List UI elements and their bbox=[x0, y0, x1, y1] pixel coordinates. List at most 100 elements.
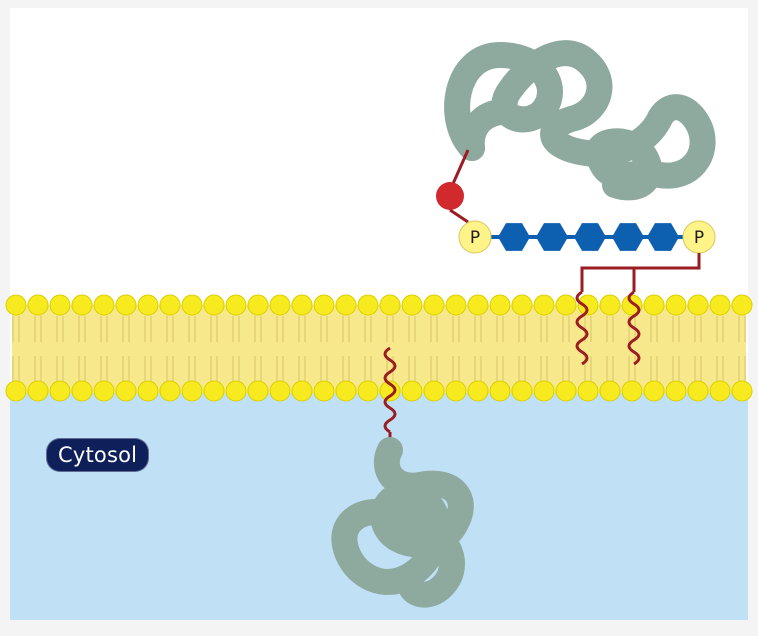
lipid-head-inner bbox=[335, 380, 357, 402]
lipid-head-inner bbox=[533, 380, 555, 402]
lipid-head-inner bbox=[731, 380, 753, 402]
lipid-anchor-helix-icon bbox=[575, 290, 589, 366]
lipid-head-outer bbox=[291, 294, 313, 316]
lipid-tail-inner bbox=[496, 356, 504, 381]
lipid-tail-outer bbox=[232, 316, 240, 342]
lipid-tail-inner bbox=[628, 356, 636, 381]
ethanolamine-node bbox=[436, 182, 464, 210]
phosphate-right-label: P bbox=[694, 228, 704, 248]
lipid-head-outer bbox=[49, 294, 71, 316]
lipid-head-inner bbox=[159, 380, 181, 402]
lipid-head-outer bbox=[71, 294, 93, 316]
lipid-head-inner bbox=[291, 380, 313, 402]
anchor-linker bbox=[450, 149, 470, 187]
lipid-tail-outer bbox=[650, 316, 658, 342]
lipid-tail-inner bbox=[166, 356, 174, 381]
lipid-tail-inner bbox=[342, 356, 350, 381]
lipid-heads-inner bbox=[5, 380, 753, 402]
lipid-head-outer bbox=[687, 294, 709, 316]
lipid-head-inner bbox=[269, 380, 291, 402]
lipid-tail-inner bbox=[474, 356, 482, 381]
lipid-tail-inner bbox=[188, 356, 196, 381]
lipid-tail-inner bbox=[100, 356, 108, 381]
lipid-head-outer bbox=[181, 294, 203, 316]
lipid-anchor-linker bbox=[580, 253, 701, 292]
cytosol-label: Cytosol bbox=[46, 438, 150, 472]
lipid-head-inner bbox=[687, 380, 709, 402]
lipid-tail-inner bbox=[122, 356, 130, 381]
lipid-head-inner bbox=[247, 380, 269, 402]
lipid-tail-outer bbox=[540, 316, 548, 342]
lipid-tail-inner bbox=[210, 356, 218, 381]
lipid-tail-outer bbox=[144, 316, 152, 342]
lipid-tail-inner bbox=[518, 356, 526, 381]
lipid-tail-outer bbox=[188, 316, 196, 342]
lipid-head-outer bbox=[5, 294, 27, 316]
lipid-head-inner bbox=[423, 380, 445, 402]
lipid-head-outer bbox=[379, 294, 401, 316]
lipid-tail-inner bbox=[144, 356, 152, 381]
glycan-chain bbox=[498, 223, 679, 251]
lipid-head-outer bbox=[445, 294, 467, 316]
lipid-head-inner bbox=[665, 380, 687, 402]
lipid-heads-outer bbox=[5, 294, 753, 316]
lipid-tail-outer bbox=[738, 316, 746, 342]
lipid-head-outer bbox=[225, 294, 247, 316]
lipid-head-outer bbox=[467, 294, 489, 316]
lipid-tail-inner bbox=[562, 356, 570, 381]
inner-anchor-helix-icon bbox=[383, 346, 397, 434]
lipid-head-outer bbox=[423, 294, 445, 316]
lipid-tail-outer bbox=[56, 316, 64, 342]
lipid-head-inner bbox=[71, 380, 93, 402]
lipid-head-outer bbox=[643, 294, 665, 316]
lipid-head-outer bbox=[489, 294, 511, 316]
lipid-tail-inner bbox=[738, 356, 746, 381]
lipid-tail-outer bbox=[694, 316, 702, 342]
lipid-tail-inner bbox=[34, 356, 42, 381]
phosphate-right: P bbox=[682, 220, 716, 254]
lipid-head-outer bbox=[269, 294, 291, 316]
lipid-tail-outer bbox=[386, 316, 394, 342]
lipid-head-inner bbox=[401, 380, 423, 402]
lipid-head-outer bbox=[533, 294, 555, 316]
lipid-head-outer bbox=[335, 294, 357, 316]
lipid-head-inner bbox=[49, 380, 71, 402]
lipid-head-outer bbox=[247, 294, 269, 316]
lipid-tail-outer bbox=[254, 316, 262, 342]
lipid-tail-outer bbox=[34, 316, 42, 342]
lipid-head-inner bbox=[137, 380, 159, 402]
lipid-tail-inner bbox=[694, 356, 702, 381]
lipid-head-outer bbox=[27, 294, 49, 316]
lipid-tail-outer bbox=[12, 316, 20, 342]
lipid-tail-outer bbox=[562, 316, 570, 342]
lipid-head-inner bbox=[5, 380, 27, 402]
lipid-tail-outer bbox=[342, 316, 350, 342]
lipid-head-inner bbox=[225, 380, 247, 402]
lipid-tail-outer bbox=[518, 316, 526, 342]
node-linker bbox=[449, 208, 469, 224]
lipid-tail-inner bbox=[364, 356, 372, 381]
lipid-tails bbox=[12, 316, 746, 381]
lipid-head-outer bbox=[313, 294, 335, 316]
lipid-head-outer bbox=[159, 294, 181, 316]
lipid-tail-outer bbox=[78, 316, 86, 342]
lipid-tail-inner bbox=[276, 356, 284, 381]
membrane-core bbox=[12, 305, 746, 393]
lipid-tail-outer bbox=[122, 316, 130, 342]
lipid-tail-inner bbox=[56, 356, 64, 381]
lipid-head-inner bbox=[599, 380, 621, 402]
lipid-tail-outer bbox=[474, 316, 482, 342]
lipid-head-outer bbox=[665, 294, 687, 316]
lipid-head-outer bbox=[93, 294, 115, 316]
lipid-head-outer bbox=[577, 294, 599, 316]
phosphate-group-icon bbox=[458, 220, 492, 254]
lipid-tail-outer bbox=[276, 316, 284, 342]
lipid-tail-inner bbox=[716, 356, 724, 381]
sugar-hexagon-icon bbox=[612, 223, 644, 251]
lipid-tail-outer bbox=[452, 316, 460, 342]
lipid-tail-inner bbox=[606, 356, 614, 381]
phosphate-left-label: P bbox=[470, 228, 480, 248]
lipid-head-outer bbox=[511, 294, 533, 316]
lipid-tail-outer bbox=[606, 316, 614, 342]
